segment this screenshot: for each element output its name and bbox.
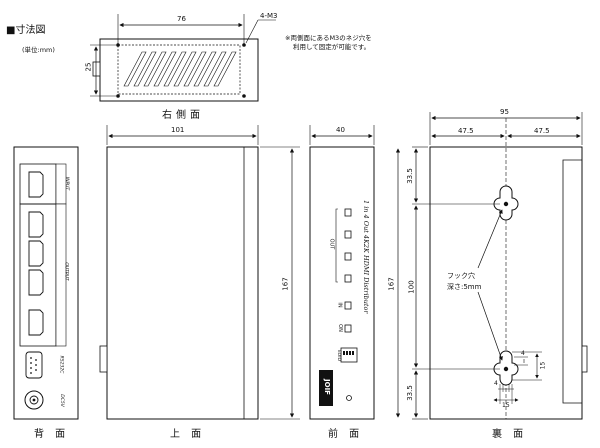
rear-view (395, 112, 588, 420)
dim-hook-15b: 15 (502, 402, 510, 409)
dim-hook-4b: 4 (494, 380, 498, 387)
dim-side-width: 76 (177, 15, 186, 23)
note-line-2: 利用して固定が可能です。 (293, 43, 371, 51)
hook-label-1: フック穴 (447, 272, 475, 280)
front-on-label: ON (336, 324, 343, 332)
unit-label: (単位:mm) (22, 46, 55, 54)
front-view (309, 125, 375, 420)
front-out-label: OUT (328, 238, 335, 250)
dim-hook-15a: 15 (539, 361, 547, 370)
dim-rear-half-right: 47.5 (534, 127, 550, 135)
dim-screw: 4-M3 (260, 12, 278, 20)
dim-rear-width: 95 (500, 108, 509, 116)
top-view (99, 125, 300, 420)
label-rear: 裏 面 (492, 429, 528, 440)
back-rs232c-label: RS232C (58, 355, 64, 374)
dim-hook-4a: 4 (521, 350, 525, 357)
back-view (13, 146, 79, 420)
dim-top-height: 167 (281, 277, 290, 291)
label-back: 背 面 (34, 429, 70, 440)
dim-rear-bottom-offset: 33.5 (405, 385, 414, 401)
label-right-side: 右側面 (162, 110, 204, 121)
back-input-label: INPUT (64, 176, 70, 191)
dim-top-width: 101 (171, 126, 185, 134)
hook-label-2: 深さ:5mm (447, 283, 482, 291)
dim-rear-hole-pitch: 100 (407, 280, 416, 294)
front-edid-label: EDID (336, 349, 342, 362)
note-line-1: ※両側面にあるM3のネジ穴を (285, 34, 372, 42)
label-front: 前 面 (328, 429, 364, 440)
front-in-label: IN (336, 302, 343, 308)
dim-rear-half-left: 47.5 (458, 127, 474, 135)
front-brand-logo: JOIF (323, 379, 331, 395)
dim-side-height: 25 (84, 62, 93, 72)
mounting-note: ※両側面にあるM3のネジ穴を 利用して固定が可能です。 (285, 34, 372, 52)
right-side-view (90, 14, 276, 102)
dim-front-width: 40 (336, 126, 345, 134)
dim-rear-height: 167 (387, 277, 396, 291)
back-dc-label: DC5V (58, 394, 64, 407)
dim-rear-top-offset: 33.5 (405, 168, 414, 184)
label-top: 上 面 (170, 429, 206, 440)
back-output-label: OUTPUT (63, 262, 69, 281)
front-product-name: 1 in 4 Out 4K2K HDMI Distributor (362, 200, 370, 314)
drawing-title: ■寸法図 (6, 25, 46, 36)
